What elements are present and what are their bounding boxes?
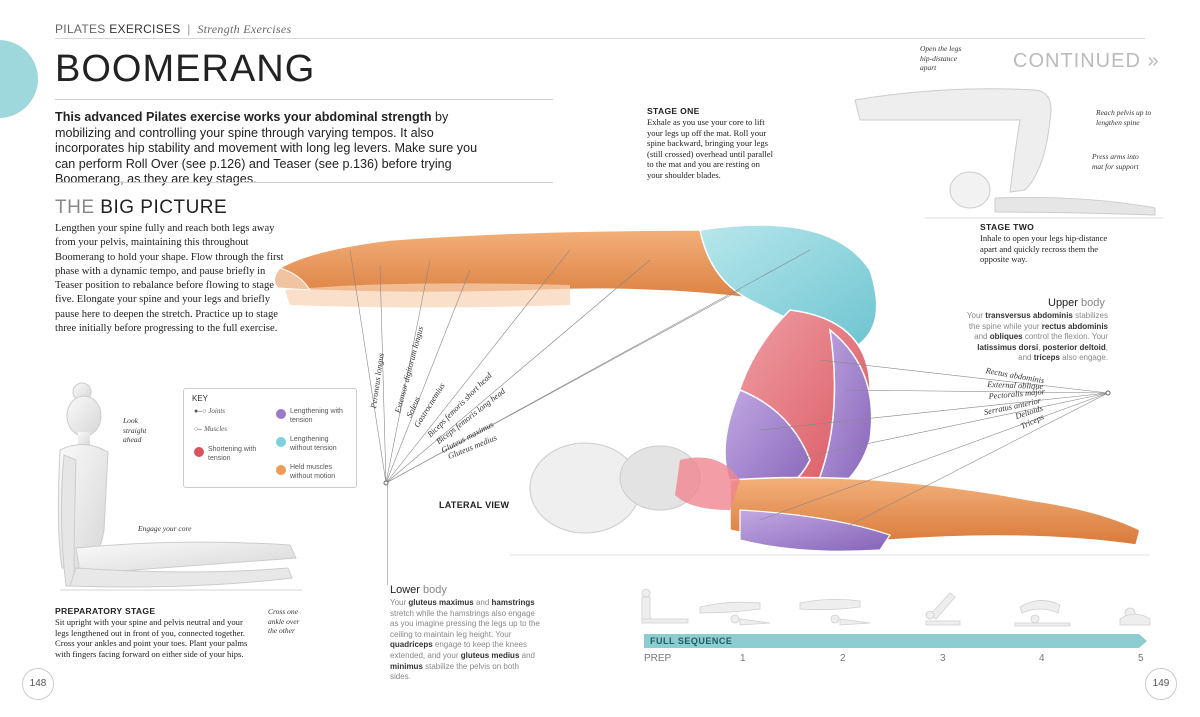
lower-bold-1: gluteus maximus bbox=[408, 598, 474, 607]
upper-bold-6: triceps bbox=[1033, 353, 1060, 363]
upper-body-heading: Upper body bbox=[1048, 297, 1105, 309]
stage-one-heading: STAGE ONE bbox=[647, 106, 700, 116]
lengthening-no-tension-label: Lengthening without tension bbox=[290, 436, 337, 452]
lower-text-4: engage to keep the knees extended, and y… bbox=[390, 640, 527, 660]
key-title: KEY bbox=[192, 394, 209, 403]
upper-text-5: , bbox=[1038, 342, 1043, 352]
legend-key: KEY ●–○ Joints ○– Muscles Shortening wit… bbox=[183, 388, 357, 488]
page-number-right: 149 bbox=[1145, 668, 1177, 700]
intro-rule-bottom bbox=[55, 182, 553, 183]
top-rule bbox=[55, 38, 1145, 39]
sequence-step-2: 2 bbox=[840, 653, 846, 664]
big-picture-heading-dark: BIG PICTURE bbox=[100, 197, 228, 218]
lower-bold-3: quadriceps bbox=[390, 640, 433, 650]
anatomical-illustration bbox=[274, 224, 1150, 556]
sequence-step-3: 3 bbox=[940, 653, 946, 664]
sequence-step-1: 1 bbox=[740, 653, 746, 664]
reach-pelvis-label: Reach pelvis up to lengthen spine bbox=[1096, 108, 1152, 127]
decorative-circle bbox=[0, 40, 38, 118]
lower-body-heading: Lower body bbox=[390, 584, 447, 596]
stage-two-heading: STAGE TWO bbox=[980, 222, 1035, 232]
upper-bold-3: obliques bbox=[989, 332, 1023, 342]
intro-paragraph: This advanced Pilates exercise works you… bbox=[55, 110, 495, 188]
full-sequence-arrow bbox=[1139, 634, 1147, 648]
stage-two-figure bbox=[854, 88, 1163, 219]
shortening-label: Shortening with tension bbox=[208, 446, 257, 462]
upper-bold-2: rectus abdominis bbox=[1041, 321, 1108, 331]
lengthening-no-tension-swatch bbox=[276, 437, 286, 447]
upper-text-1: Your bbox=[966, 311, 986, 320]
open-legs-label: Open the legs hip-distance apart bbox=[920, 44, 962, 72]
page-title: BOOMERANG bbox=[55, 48, 316, 90]
intro-text: by mobilizing and controlling your spine… bbox=[55, 110, 478, 186]
sequence-thumbnails bbox=[641, 588, 1151, 627]
lower-text-2: and bbox=[473, 598, 492, 607]
intro-rule-top bbox=[55, 99, 553, 100]
continued-label: CONTINUED » bbox=[1013, 50, 1160, 72]
lower-body-text: Your gluteus maximus and hamstrings stre… bbox=[390, 598, 542, 683]
lower-body-leader bbox=[387, 485, 388, 585]
lower-text-5: and bbox=[519, 650, 535, 660]
sequence-step-4: 4 bbox=[1039, 653, 1045, 664]
held-label: Held muscles without motion bbox=[290, 464, 336, 480]
lower-body-heading-light: body bbox=[419, 584, 447, 596]
upper-text-3: and bbox=[974, 332, 990, 342]
preparatory-heading: PREPARATORY STAGE bbox=[55, 606, 156, 616]
page-number-left: 148 bbox=[22, 668, 54, 700]
lower-text-6: stabilize the pelvis on both sides. bbox=[390, 661, 519, 682]
lateral-view-label: LATERAL VIEW bbox=[439, 500, 510, 510]
big-picture-text: Lengthen your spine fully and reach both… bbox=[55, 223, 284, 335]
header-separator: | bbox=[187, 22, 191, 36]
muscles-label: Muscles bbox=[204, 425, 228, 433]
lower-text-3: stretch while the hamstrings also engage… bbox=[390, 608, 540, 639]
upper-bold-5: posterior deltoid bbox=[1042, 342, 1106, 352]
sequence-step-prep: PREP bbox=[644, 653, 672, 664]
lengthening-tension-swatch bbox=[276, 409, 286, 419]
upper-bold-1: transversus abdominis bbox=[985, 311, 1073, 320]
engage-label: Engage your core bbox=[138, 524, 192, 533]
upper-text-4: control the flexion. Your bbox=[1022, 332, 1108, 342]
upper-body-text: Your transversus abdominis stabilizes th… bbox=[962, 311, 1108, 364]
upper-text-6: , and bbox=[1018, 342, 1108, 363]
stage-one-text: Exhale as you use your core to lift your… bbox=[647, 117, 773, 180]
joints-label: Joints bbox=[208, 407, 226, 415]
intro-bold: This advanced Pilates exercise works you… bbox=[55, 110, 432, 124]
lower-bold-2: hamstrings bbox=[491, 598, 535, 607]
look-label: Look straight ahead bbox=[123, 416, 147, 444]
upper-text-7: also engage. bbox=[1059, 353, 1108, 363]
lower-bold-4: gluteus medius bbox=[460, 650, 520, 660]
lower-bold-5: minimus bbox=[390, 661, 423, 671]
upper-body-heading-light: body bbox=[1077, 297, 1105, 309]
section-name-bold: EXERCISES bbox=[109, 22, 181, 36]
preparatory-figure bbox=[57, 382, 302, 591]
press-arms-label: Press arms into mat for support bbox=[1092, 152, 1139, 171]
lower-body-heading-dark: Lower bbox=[390, 584, 420, 596]
stage-two-text: Inhale to open your legs hip-distance ap… bbox=[980, 233, 1108, 264]
sequence-step-5: 5 bbox=[1138, 653, 1144, 664]
shortening-swatch bbox=[194, 447, 204, 457]
preparatory-text: Sit upright with your spine and pelvis n… bbox=[55, 617, 248, 659]
upper-text-2: stabilizes the spine while your bbox=[968, 311, 1108, 331]
section-header: PILATES EXERCISES | Strength Exercises bbox=[55, 22, 291, 37]
big-picture-heading-light: THE bbox=[55, 197, 95, 218]
full-sequence-label: FULL SEQUENCE bbox=[650, 636, 733, 646]
joints-key: ●–○ Joints bbox=[194, 407, 226, 415]
section-name: PILATES bbox=[55, 22, 106, 36]
upper-body-heading-dark: Upper bbox=[1048, 297, 1078, 309]
lower-text-1: Your bbox=[390, 598, 409, 607]
held-swatch bbox=[276, 465, 286, 475]
big-picture-heading: THE BIG PICTURE bbox=[55, 197, 227, 219]
muscles-key: ○– Muscles bbox=[194, 425, 228, 433]
lengthening-tension-label: Lengthening with tension bbox=[290, 408, 343, 424]
full-sequence-bar bbox=[644, 634, 1139, 648]
cross-label: Cross one ankle over the other bbox=[268, 607, 300, 635]
upper-bold-4: latissimus dorsi bbox=[977, 342, 1039, 352]
subsection-name: Strength Exercises bbox=[197, 22, 292, 36]
